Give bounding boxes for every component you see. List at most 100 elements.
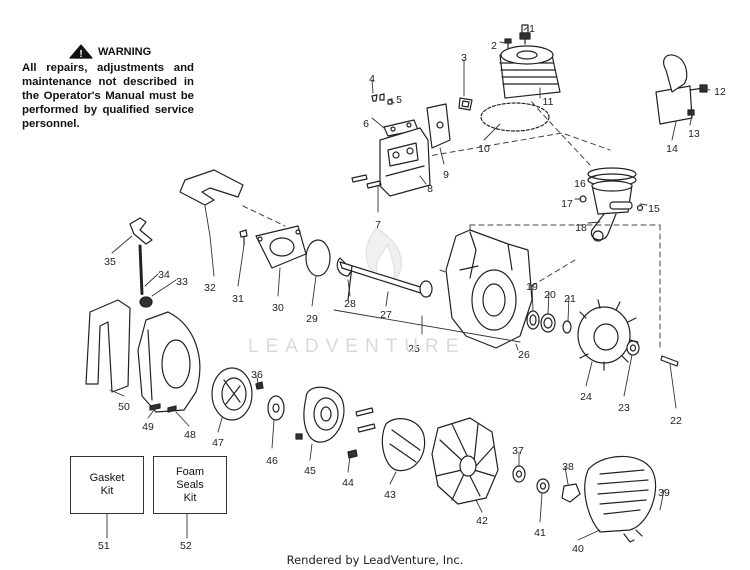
part-impeller bbox=[431, 417, 499, 505]
footer-credit: Rendered by LeadVenture, Inc. bbox=[286, 553, 464, 567]
warning-text: All repairs, adjustments and maintenance… bbox=[22, 62, 194, 130]
part-seal-3 bbox=[458, 97, 473, 111]
part-muffler-screws bbox=[351, 174, 382, 189]
part-starter-assembly bbox=[295, 386, 345, 443]
callout-8: 8 bbox=[427, 183, 433, 195]
part-gasket-frame bbox=[179, 169, 244, 206]
callout-23: 23 bbox=[618, 402, 630, 414]
callout-45: 45 bbox=[304, 465, 316, 477]
part-foam-seal bbox=[85, 299, 131, 393]
part-washer-21 bbox=[562, 320, 572, 334]
part-muffler bbox=[379, 127, 431, 197]
svg-text:!: ! bbox=[79, 49, 82, 60]
part-cylinder-gasket bbox=[480, 102, 550, 132]
callout-47: 47 bbox=[212, 437, 224, 449]
callout-25: 25 bbox=[408, 343, 420, 355]
callout-46: 46 bbox=[266, 455, 278, 467]
gasket-kit-number: 51 bbox=[98, 540, 110, 552]
part-washer-46 bbox=[267, 395, 285, 421]
callout-21: 21 bbox=[564, 293, 576, 305]
part-ignition-module bbox=[655, 54, 708, 125]
watermark: LEADVENTURE bbox=[248, 336, 466, 357]
callout-48: 48 bbox=[184, 429, 196, 441]
callout-20: 20 bbox=[544, 289, 556, 301]
callout-41: 41 bbox=[534, 527, 546, 539]
part-bearing-19 bbox=[526, 310, 540, 330]
foam-seals-kit-box: Foam Seals Kit bbox=[153, 456, 227, 514]
part-fan-cover bbox=[584, 455, 657, 543]
warning-title: WARNING bbox=[98, 46, 152, 58]
callout-36: 36 bbox=[251, 369, 263, 381]
part-pin-22 bbox=[660, 355, 679, 367]
callout-49: 49 bbox=[142, 421, 154, 433]
callout-42: 42 bbox=[476, 515, 488, 527]
callout-14: 14 bbox=[666, 143, 678, 155]
callout-19: 19 bbox=[526, 281, 538, 293]
callout-31: 31 bbox=[232, 293, 244, 305]
callout-2: 2 bbox=[491, 40, 497, 52]
callout-39: 39 bbox=[658, 487, 670, 499]
callout-10: 10 bbox=[478, 143, 490, 155]
part-flywheel bbox=[577, 299, 639, 371]
callout-11: 11 bbox=[543, 96, 554, 108]
part-screws-49 bbox=[149, 403, 177, 413]
callout-34: 34 bbox=[158, 269, 170, 281]
callout-13: 13 bbox=[688, 128, 700, 140]
part-spacer-37 bbox=[512, 465, 526, 483]
part-heat-shield bbox=[426, 103, 451, 149]
callout-28: 28 bbox=[344, 298, 356, 310]
part-piston-assembly bbox=[579, 167, 644, 242]
gasket-kit-box: Gasket Kit bbox=[70, 456, 144, 514]
part-crankcase bbox=[445, 229, 533, 349]
part-cylinder bbox=[499, 45, 561, 99]
callout-30: 30 bbox=[272, 302, 284, 314]
callout-4: 4 bbox=[369, 73, 375, 85]
part-washer-41 bbox=[536, 478, 550, 494]
part-crankshaft bbox=[336, 257, 433, 301]
part-screws-4-5 bbox=[371, 93, 393, 105]
callout-27: 27 bbox=[380, 309, 392, 321]
callout-29: 29 bbox=[306, 313, 318, 325]
part-nut-38 bbox=[561, 483, 581, 503]
callout-24: 24 bbox=[580, 391, 592, 403]
part-intake-gasket bbox=[305, 239, 331, 277]
foam-kit-number: 52 bbox=[180, 540, 192, 552]
callout-16: 16 bbox=[574, 178, 586, 190]
callout-40: 40 bbox=[572, 543, 584, 555]
watermark-flame-icon bbox=[365, 227, 402, 283]
callout-9: 9 bbox=[443, 169, 449, 181]
callout-38: 38 bbox=[562, 461, 574, 473]
callout-43: 43 bbox=[384, 489, 396, 501]
part-screws-44 bbox=[347, 407, 376, 459]
callout-6: 6 bbox=[363, 118, 369, 130]
part-screw-36 bbox=[255, 381, 264, 390]
part-seal-20 bbox=[540, 313, 556, 333]
callout-33: 33 bbox=[176, 276, 188, 288]
warning-icon: ! bbox=[69, 44, 93, 60]
callout-1: 1 bbox=[529, 23, 535, 35]
callout-leader-lines bbox=[106, 26, 711, 541]
part-blower-housing bbox=[137, 311, 201, 413]
callout-15: 15 bbox=[648, 203, 660, 215]
callout-3: 3 bbox=[461, 52, 467, 64]
callout-18: 18 bbox=[575, 222, 587, 234]
callout-5: 5 bbox=[396, 94, 402, 106]
callout-37: 37 bbox=[512, 445, 524, 457]
callout-44: 44 bbox=[342, 477, 354, 489]
callout-35: 35 bbox=[104, 256, 116, 268]
part-starter-pulley bbox=[211, 367, 253, 421]
callout-17: 17 bbox=[561, 198, 573, 210]
callout-32: 32 bbox=[204, 282, 216, 294]
callout-50: 50 bbox=[118, 401, 130, 413]
callout-26: 26 bbox=[518, 349, 530, 361]
callout-12: 12 bbox=[714, 86, 726, 98]
callout-22: 22 bbox=[670, 415, 682, 427]
part-washer-23 bbox=[626, 340, 640, 356]
part-inlet-cover bbox=[381, 418, 426, 472]
part-screw-31 bbox=[239, 229, 248, 246]
callout-7: 7 bbox=[375, 219, 381, 231]
part-intake-adapter bbox=[255, 225, 307, 269]
